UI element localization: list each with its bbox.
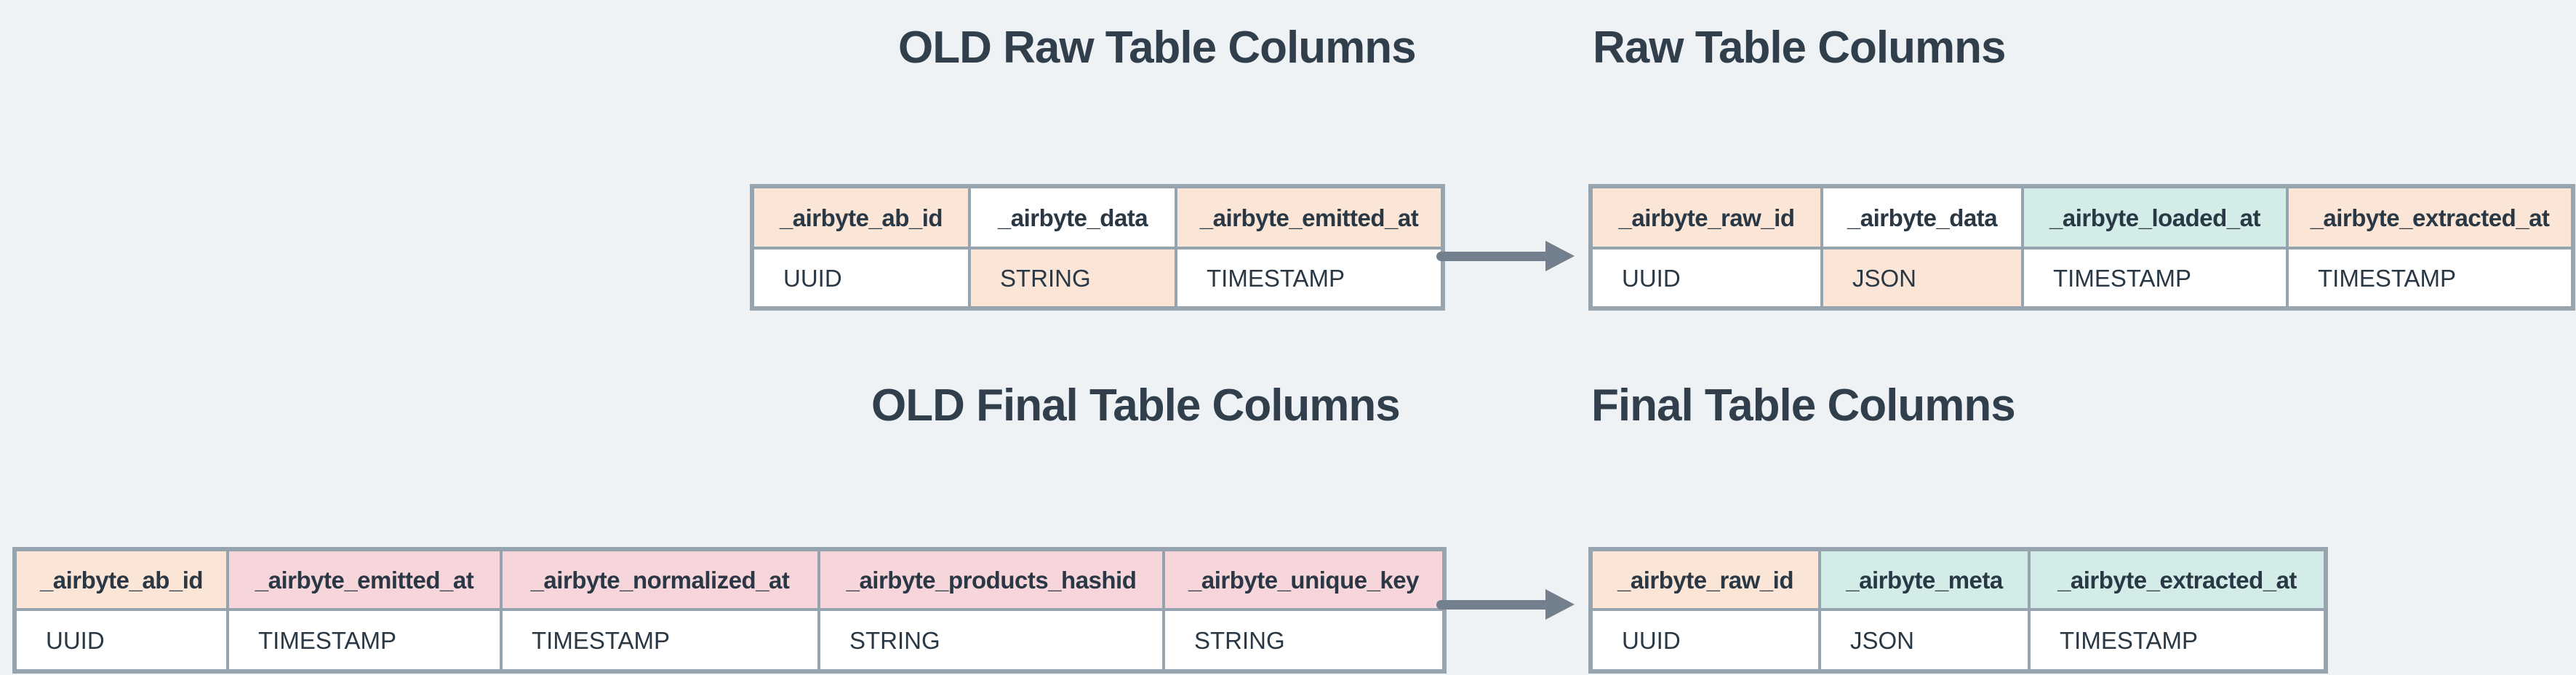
column-header: _airbyte_extracted_at bbox=[2289, 188, 2571, 247]
column-header: _airbyte_extracted_at bbox=[2031, 551, 2324, 608]
arrow-head-icon bbox=[1545, 589, 1575, 620]
column-header: _airbyte_raw_id bbox=[1593, 551, 1818, 608]
column-header: _airbyte_ab_id bbox=[754, 188, 968, 247]
arrow-head-icon bbox=[1545, 241, 1575, 271]
column-type: TIMESTAMP bbox=[2289, 249, 2571, 306]
table-old-final-columns: _airbyte_ab_id_airbyte_emitted_at_airbyt… bbox=[12, 547, 1447, 674]
table-old-raw-columns: _airbyte_ab_id_airbyte_data_airbyte_emit… bbox=[750, 184, 1445, 311]
column-header: _airbyte_raw_id bbox=[1593, 188, 1820, 247]
column-type: STRING bbox=[1165, 611, 1442, 669]
title-old-final-table-columns: OLD Final Table Columns bbox=[871, 380, 1401, 431]
column-type: STRING bbox=[820, 611, 1162, 669]
title-final-table-columns: Final Table Columns bbox=[1591, 380, 2016, 431]
column-header: _airbyte_data bbox=[1823, 188, 2021, 247]
title-raw-table-columns: Raw Table Columns bbox=[1593, 23, 2006, 73]
column-type: TIMESTAMP bbox=[229, 611, 500, 669]
column-type: JSON bbox=[1823, 249, 2021, 306]
column-type: STRING bbox=[971, 249, 1175, 306]
column-type: JSON bbox=[1821, 611, 2028, 669]
column-header: _airbyte_products_hashid bbox=[820, 551, 1162, 608]
column-header: _airbyte_data bbox=[971, 188, 1175, 247]
column-header: _airbyte_emitted_at bbox=[229, 551, 500, 608]
column-type: UUID bbox=[754, 249, 968, 306]
final-migration-arrow-icon bbox=[1436, 587, 1575, 622]
arrow-shaft bbox=[1436, 599, 1550, 610]
column-header: _airbyte_emitted_at bbox=[1177, 188, 1441, 247]
column-header: _airbyte_loaded_at bbox=[2024, 188, 2286, 247]
column-type: TIMESTAMP bbox=[503, 611, 817, 669]
column-header: _airbyte_meta bbox=[1821, 551, 2028, 608]
title-old-raw-table-columns: OLD Raw Table Columns bbox=[898, 23, 1417, 73]
column-type: UUID bbox=[17, 611, 226, 669]
column-type: TIMESTAMP bbox=[2031, 611, 2324, 669]
arrow-shaft bbox=[1436, 251, 1550, 261]
raw-migration-arrow-icon bbox=[1436, 239, 1575, 273]
column-type: UUID bbox=[1593, 611, 1818, 669]
column-type: TIMESTAMP bbox=[2024, 249, 2286, 306]
column-header: _airbyte_unique_key bbox=[1165, 551, 1442, 608]
table-raw-columns: _airbyte_raw_id_airbyte_data_airbyte_loa… bbox=[1588, 184, 2575, 311]
column-header: _airbyte_normalized_at bbox=[503, 551, 817, 608]
table-final-columns: _airbyte_raw_id_airbyte_meta_airbyte_ext… bbox=[1588, 547, 2328, 674]
column-type: TIMESTAMP bbox=[1177, 249, 1441, 306]
column-type: UUID bbox=[1593, 249, 1820, 306]
column-header: _airbyte_ab_id bbox=[17, 551, 226, 608]
